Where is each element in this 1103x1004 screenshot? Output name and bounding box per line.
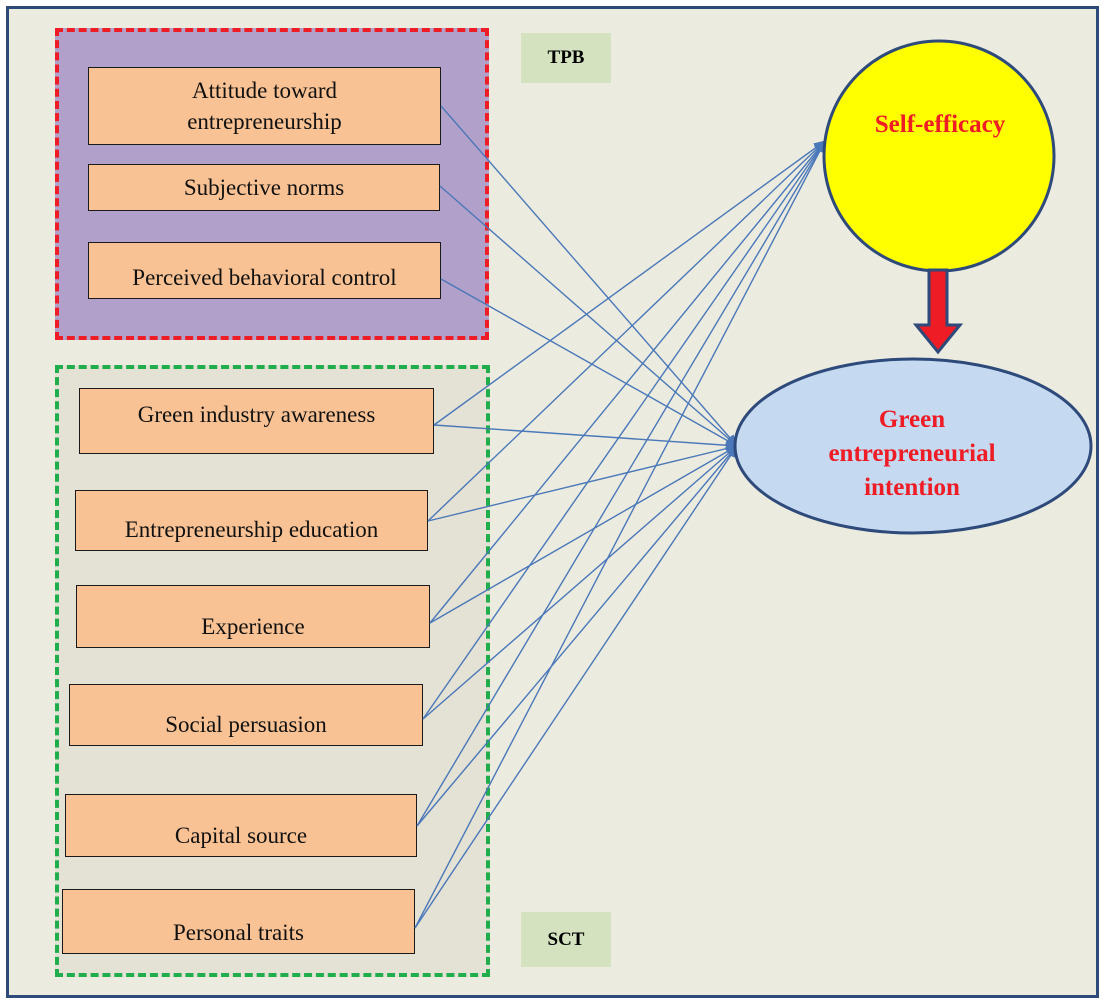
factor-perceived-behavioral-control-label: Perceived behavioral control bbox=[132, 264, 397, 290]
intention-label: Green entrepreneurial intention bbox=[828, 406, 996, 501]
arrow-sct-6-to-intention bbox=[414, 445, 738, 929]
arrow-layer bbox=[414, 105, 826, 929]
arrow-sct-6-to-self-efficacy bbox=[414, 140, 826, 929]
intention-node bbox=[733, 357, 1093, 535]
factor-personal-traits-label: Personal traits bbox=[173, 919, 304, 945]
factor-attitude: Attitude toward entrepreneurship bbox=[88, 67, 441, 145]
factor-entrepreneurship-education-label: Entrepreneurship education bbox=[124, 516, 379, 542]
sct-group bbox=[55, 365, 490, 977]
self-efficacy-node bbox=[822, 39, 1056, 273]
arrow-sct-1-to-self-efficacy bbox=[433, 140, 826, 426]
arrow-sct-3-to-self-efficacy bbox=[429, 140, 826, 624]
factor-entrepreneurship-education: Entrepreneurship education bbox=[75, 490, 428, 551]
arrow-sct-5-to-self-efficacy bbox=[416, 140, 826, 827]
factor-experience-label: Experience bbox=[201, 613, 305, 639]
factor-subjective-norms: Subjective norms bbox=[88, 164, 440, 211]
tpb-label: TPB bbox=[521, 33, 611, 83]
arrow-sct-3-to-intention bbox=[429, 445, 738, 624]
arrow-sct-4-to-self-efficacy bbox=[422, 140, 826, 720]
factor-attitude-label: Attitude toward entrepreneurship bbox=[187, 77, 342, 134]
factor-experience: Experience bbox=[76, 585, 430, 648]
factor-capital-source: Capital source bbox=[65, 794, 417, 857]
arrow-tpb-3-to-intention bbox=[440, 278, 738, 447]
arrow-sct-5-to-intention bbox=[416, 445, 738, 827]
factor-subjective-norms-label: Subjective norms bbox=[183, 174, 345, 200]
arrow-sct-4-to-intention bbox=[422, 445, 738, 720]
sct-label: SCT bbox=[521, 912, 611, 967]
factor-green-industry-awareness-label: Green industry awareness bbox=[137, 402, 376, 427]
factor-social-persuasion-label: Social persuasion bbox=[165, 711, 327, 737]
arrow-sct-2-to-self-efficacy bbox=[427, 140, 826, 522]
factor-perceived-behavioral-control: Perceived behavioral control bbox=[88, 242, 441, 299]
arrow-sct-2-to-intention bbox=[427, 443, 738, 522]
factor-social-persuasion: Social persuasion bbox=[69, 684, 423, 746]
arrow-tpb-1-to-intention bbox=[440, 105, 738, 447]
factor-capital-source-label: Capital source bbox=[174, 822, 308, 848]
self-efficacy-label: Self-efficacy bbox=[874, 111, 1006, 138]
factor-green-industry-awareness: Green industry awareness bbox=[79, 388, 434, 454]
mediation-arrow bbox=[912, 268, 964, 355]
arrow-sct-1-to-intention bbox=[433, 424, 738, 451]
arrow-tpb-2-to-intention bbox=[439, 185, 738, 447]
factor-personal-traits: Personal traits bbox=[62, 889, 415, 954]
